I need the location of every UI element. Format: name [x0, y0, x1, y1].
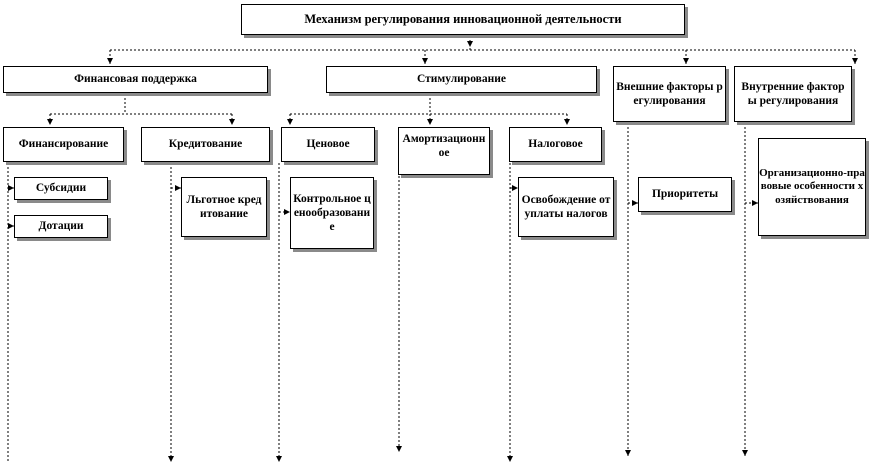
- preferential-credit-box: Льготное кредитование: [181, 177, 267, 237]
- subsidies-box: Субсидии: [14, 177, 108, 200]
- arrowhead-down-14: [47, 119, 53, 125]
- financing-box: Финансирование: [3, 127, 124, 162]
- arrowhead-down-3: [107, 58, 113, 64]
- arrowhead-down-24: [564, 119, 570, 125]
- arrowhead-down-9: [852, 58, 858, 64]
- arrowhead-down-7: [683, 58, 689, 64]
- arrowhead-down-39: [396, 446, 402, 452]
- arrowhead-down-41: [507, 456, 513, 462]
- arrowhead-down-10: [467, 41, 473, 47]
- arrowhead-right-47: [632, 200, 638, 206]
- priorities-box: Приоритеты: [638, 177, 732, 212]
- legal-features-box: Организационно-правовые особенности хозя…: [758, 138, 866, 236]
- grants-box: Дотации: [14, 215, 108, 238]
- diagram-title-box: Механизм регулирования инновационной дея…: [241, 4, 685, 35]
- arrowhead-right-27: [8, 185, 14, 191]
- financial-support-box: Финансовая поддержка: [3, 66, 268, 93]
- tax-exemption-box: Освобождение от уплаты налогов: [518, 177, 614, 237]
- amortization-box: Амортизационное: [398, 127, 490, 175]
- arrowhead-right-37: [284, 209, 290, 215]
- price-box: Ценовое: [281, 127, 375, 162]
- arrowhead-down-5: [422, 58, 428, 64]
- internal-factors-box: Внутренние факторы регулирования: [734, 66, 852, 122]
- arrowhead-down-31: [168, 456, 174, 462]
- arrowhead-down-45: [625, 450, 631, 456]
- arrowhead-right-33: [175, 185, 181, 191]
- crediting-box: Кредитование: [141, 127, 270, 162]
- arrowhead-down-20: [287, 119, 293, 125]
- price-control-box: Контрольное ценообразование: [290, 177, 374, 249]
- external-factors-box: Внешние факторы регулирования: [613, 66, 726, 122]
- arrowhead-down-22: [427, 119, 433, 125]
- arrowhead-right-51: [752, 200, 758, 206]
- tax-box: Налоговое: [509, 127, 602, 162]
- arrowhead-down-16: [229, 119, 235, 125]
- arrowhead-right-29: [8, 223, 14, 229]
- arrowhead-right-43: [512, 185, 518, 191]
- arrowhead-down-35: [276, 456, 282, 462]
- stimulation-box: Стимулирование: [326, 66, 597, 93]
- arrowhead-down-49: [742, 450, 748, 456]
